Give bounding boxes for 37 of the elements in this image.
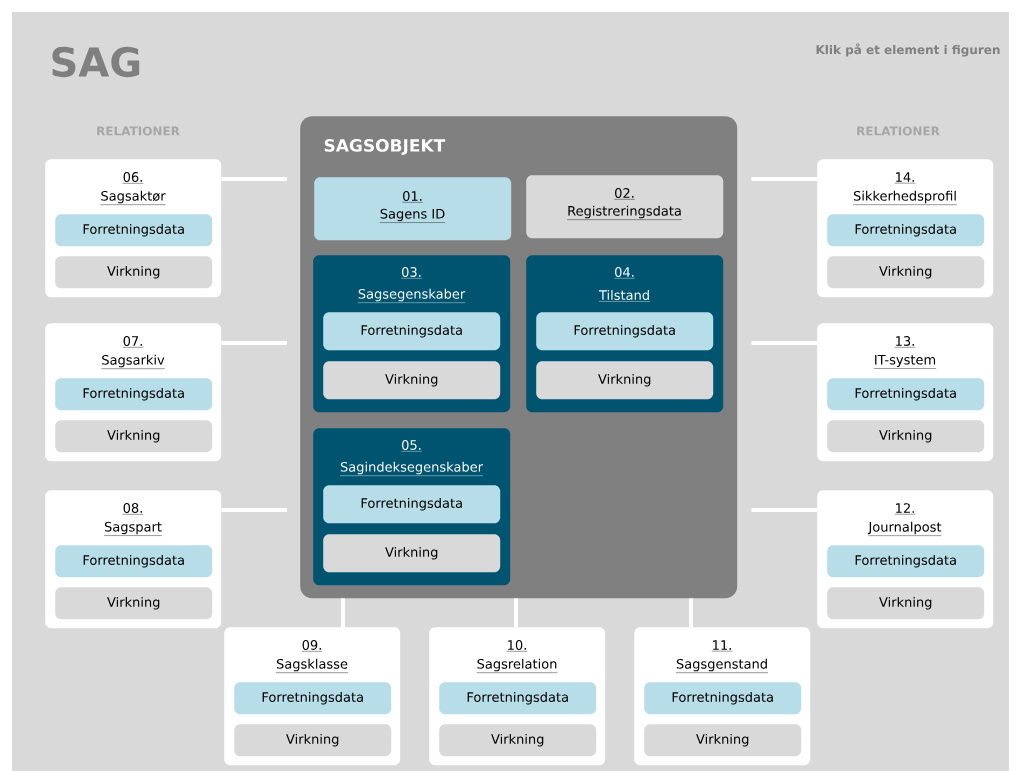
- data-box: Forretningsdata: [323, 485, 501, 524]
- connector-line: [689, 598, 693, 627]
- validity-box: Virkning: [55, 587, 213, 620]
- data-box: Forretningsdata: [827, 545, 985, 578]
- validity-box: Virkning: [323, 361, 501, 400]
- field-box: 01. Sagens ID: [314, 177, 512, 241]
- validity-box: Virkning: [439, 724, 597, 757]
- data-box: Forretningsdata: [644, 682, 802, 715]
- validity-box: Virkning: [234, 724, 392, 757]
- data-box: Forretningsdata: [827, 214, 985, 247]
- validity-box: Virkning: [536, 361, 714, 400]
- connector-line: [514, 598, 518, 627]
- title: SAG: [52, 46, 140, 78]
- validity-box: Virkning: [827, 420, 985, 453]
- validity-box: Virkning: [827, 587, 985, 620]
- data-box: Forretningsdata: [827, 378, 985, 411]
- validity-box: Virkning: [55, 256, 213, 289]
- data-box: Forretningsdata: [55, 545, 213, 578]
- connector-line: [221, 341, 287, 345]
- connector-line: [751, 508, 817, 512]
- validity-box: Virkning: [644, 724, 802, 757]
- validity-box: Virkning: [323, 534, 501, 573]
- data-box: Forretningsdata: [55, 214, 213, 247]
- connector-line: [221, 177, 287, 181]
- data-box: Forretningsdata: [536, 312, 714, 351]
- connector-line: [751, 177, 817, 181]
- field-box: 02. Registreringsdata: [526, 175, 724, 239]
- connector-line: [751, 341, 817, 345]
- validity-box: Virkning: [55, 420, 213, 453]
- connector-line: [221, 508, 287, 512]
- data-box: Forretningsdata: [439, 682, 597, 715]
- instruction-text: Klik på et element i figuren: [816, 43, 1000, 57]
- data-box: Forretningsdata: [234, 682, 392, 715]
- data-box: Forretningsdata: [55, 378, 213, 411]
- data-box: Forretningsdata: [323, 312, 501, 351]
- validity-box: Virkning: [827, 256, 985, 289]
- connector-line: [341, 598, 345, 627]
